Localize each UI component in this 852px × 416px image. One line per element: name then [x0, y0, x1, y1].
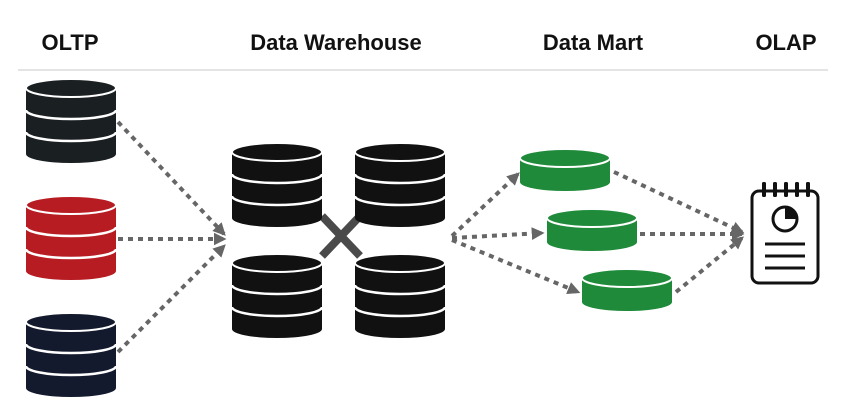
database-icon — [24, 195, 118, 280]
data-warehouse-databases — [230, 142, 447, 338]
database-icon — [519, 148, 611, 191]
database-icon — [24, 312, 118, 397]
arrow-warehouse-to-mart1 — [450, 172, 520, 238]
warehouse-cross-connector — [319, 213, 363, 259]
database-icon — [581, 268, 673, 311]
heading-data-mart: Data Mart — [542, 30, 644, 55]
database-icon — [24, 78, 118, 163]
database-icon — [230, 253, 324, 338]
database-icon — [230, 142, 324, 227]
heading-oltp: OLTP — [41, 30, 99, 55]
oltp-databases — [24, 78, 118, 397]
data-mart-databases — [519, 148, 673, 311]
heading-olap: OLAP — [755, 30, 817, 55]
arrow-oltp1-to-warehouse — [116, 120, 226, 236]
arrow-warehouse-to-mart3 — [451, 238, 581, 295]
data-flow-arrows — [116, 120, 745, 354]
database-icon — [546, 208, 638, 251]
arrow-warehouse-to-mart2 — [451, 227, 545, 240]
arrow-mart3-to-olap — [674, 236, 744, 294]
report-icon — [750, 182, 820, 285]
heading-data-warehouse: Data Warehouse — [250, 30, 422, 55]
arrow-mart1-to-olap — [613, 170, 745, 234]
database-icon — [353, 253, 447, 338]
database-icon — [353, 142, 447, 227]
arrow-oltp3-to-warehouse — [116, 244, 226, 354]
